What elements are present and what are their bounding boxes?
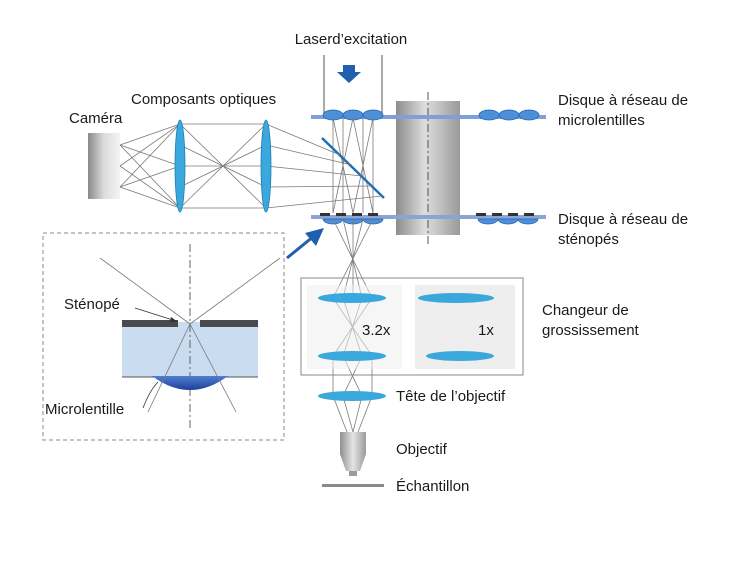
label-laser: Laserd’excitation bbox=[295, 31, 408, 48]
label-optical-components: Composants optiques bbox=[131, 91, 276, 108]
laser-beam bbox=[323, 55, 383, 115]
label-changer-line2: grossissement bbox=[542, 322, 640, 339]
beam-rays-upper bbox=[332, 117, 374, 214]
label-mag-right: 1x bbox=[478, 322, 494, 339]
label-microlens: Microlentille bbox=[45, 401, 124, 418]
label-microlens-disk-line2: microlentilles bbox=[558, 112, 645, 129]
label-changer-line1: Changeur de bbox=[542, 302, 629, 319]
objective-head-lens bbox=[318, 391, 386, 401]
microlens-disk bbox=[311, 109, 546, 121]
relay-lens-right bbox=[260, 119, 272, 213]
changer-lens-right-bottom bbox=[426, 351, 494, 361]
pinhole-disk bbox=[311, 213, 546, 225]
label-microlens-disk-line1: Disque à réseau de bbox=[558, 92, 688, 109]
relay-rays bbox=[119, 123, 383, 209]
changer-lens-right-top bbox=[418, 293, 494, 303]
label-objective: Objectif bbox=[396, 441, 448, 458]
inset-frame bbox=[42, 232, 285, 441]
zoom-arrowhead-icon bbox=[305, 228, 324, 246]
inset-detail bbox=[99, 244, 281, 430]
objective-body bbox=[340, 432, 366, 476]
label-camera: Caméra bbox=[69, 110, 123, 127]
relay-lens-left bbox=[174, 119, 186, 213]
pinhole-pointer bbox=[134, 307, 177, 322]
zoom-arrow bbox=[286, 234, 315, 260]
label-objective-head: Tête de l’objectif bbox=[396, 388, 506, 405]
label-pinhole: Sténopé bbox=[64, 296, 120, 313]
label-pinhole-disk-line1: Disque à réseau de bbox=[558, 211, 688, 228]
label-pinhole-disk-line2: sténopés bbox=[558, 231, 619, 248]
sample-slide bbox=[322, 484, 384, 487]
label-mag-left: 3.2x bbox=[362, 322, 391, 339]
camera-body bbox=[88, 133, 120, 199]
microlens-pointer bbox=[142, 381, 159, 409]
changer-lens-left-bottom bbox=[318, 351, 386, 361]
pinhole-pointer-arrow-icon bbox=[170, 317, 178, 322]
magnification-changer-frame bbox=[300, 277, 524, 376]
label-sample: Échantillon bbox=[396, 478, 469, 495]
down-arrow-icon bbox=[337, 65, 361, 83]
changer-lens-left-top bbox=[318, 293, 386, 303]
dichroic-mirror bbox=[321, 137, 385, 199]
